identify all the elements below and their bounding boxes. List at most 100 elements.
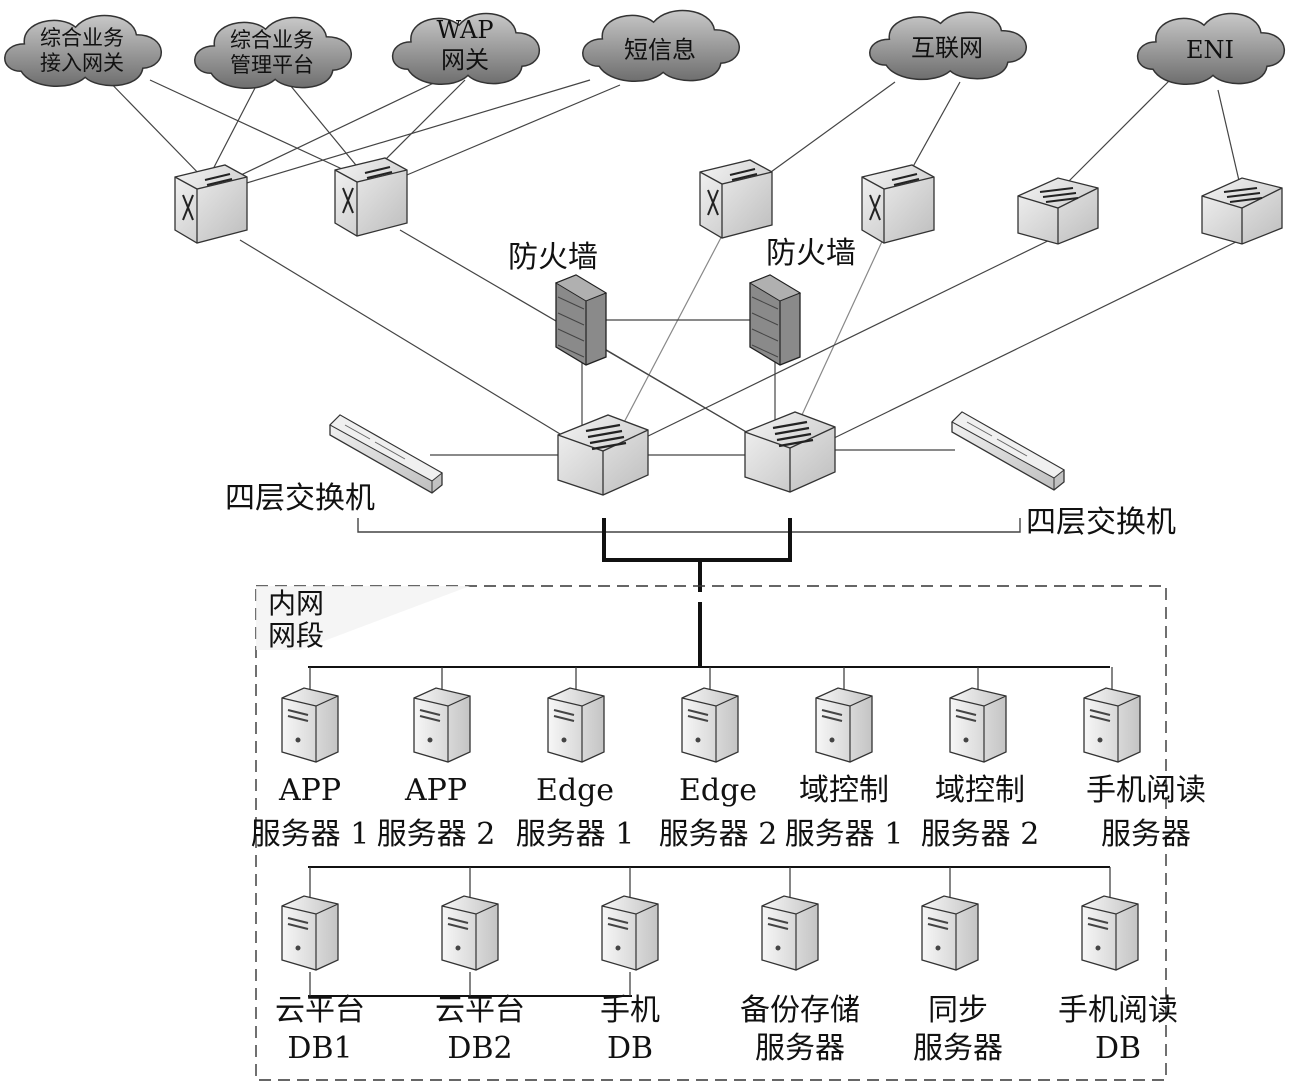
cloud-c6: ENI	[1136, 12, 1285, 86]
top-switch-group	[174, 157, 1283, 245]
cloud-shape	[1136, 12, 1285, 86]
cloud-c4: 短信息	[582, 9, 740, 83]
server-label: 服务器 1	[516, 817, 635, 852]
server-s1	[281, 687, 339, 763]
link-c5-sw3	[759, 81, 896, 181]
link-c6-sw5	[1059, 79, 1171, 191]
l4-switch-a	[329, 414, 443, 494]
link-sw5-core1	[639, 234, 1061, 441]
server-s6	[949, 687, 1007, 763]
cloud-shape	[4, 14, 162, 88]
link-c1-sw1	[99, 71, 206, 181]
cloud-label: 综合业务	[40, 26, 124, 50]
flat-switch-6	[1201, 177, 1283, 245]
arrows-icon	[1039, 187, 1079, 203]
l4-switch-b-label: 四层交换机	[1026, 505, 1176, 540]
firewall-1	[554, 274, 608, 366]
cloud-c5: 互联网	[869, 11, 1027, 81]
link-c4-sw2	[394, 84, 621, 181]
trunk-link	[602, 518, 792, 668]
link-c3-sw1	[219, 79, 441, 186]
connections	[99, 71, 1241, 533]
server-label: DB2	[447, 1031, 512, 1066]
cloud-label: 网关	[441, 46, 489, 74]
link-c6-sw6	[1217, 89, 1241, 186]
server-d1	[281, 895, 339, 971]
cube-switch-3	[699, 159, 773, 239]
server-label: 域控制	[799, 773, 889, 808]
link-c3-sw2	[374, 79, 466, 171]
link-sw6-core2	[829, 239, 1241, 441]
arrows-icon	[585, 423, 627, 451]
l4-bracket-line	[357, 518, 1021, 533]
server-label: Edge	[536, 773, 614, 808]
arrows-icon	[772, 420, 814, 448]
ports-icon	[344, 424, 406, 460]
server-label: 服务器 2	[377, 817, 496, 852]
server-label: 手机阅读	[1058, 993, 1178, 1028]
cloud-label: 综合业务	[230, 28, 314, 52]
brick-wall-icon	[557, 296, 585, 358]
cloud-label: ENI	[1186, 36, 1234, 64]
firewall-1-label: 防火墙	[508, 240, 598, 275]
flat-switch-5	[1017, 177, 1099, 245]
server-label: 服务器 2	[659, 817, 778, 852]
server-label: 服务器	[1101, 817, 1191, 852]
arrows-icon	[707, 168, 758, 216]
server-label: 服务器 1	[785, 817, 904, 852]
server-s3	[547, 687, 605, 763]
arrows-icon	[1223, 187, 1263, 203]
server-d6	[1081, 895, 1139, 971]
l4-switch-b	[951, 411, 1065, 491]
link-fw1-core2	[597, 344, 761, 441]
server-label: 服务器 1	[251, 817, 370, 852]
server-label: 云平台	[435, 993, 525, 1028]
intranet-label-line2: 网段	[268, 619, 324, 652]
core-switch-1	[557, 414, 649, 496]
server-s7	[1083, 687, 1141, 763]
cube-switch-2	[334, 157, 408, 237]
ports-icon	[966, 421, 1028, 457]
firewall-2-label: 防火墙	[766, 236, 856, 271]
arrows-icon	[342, 166, 393, 214]
link-c2-sw2	[289, 84, 361, 171]
server-s2	[413, 687, 471, 763]
cloud-shape	[194, 16, 352, 90]
server-label: 服务器	[913, 1031, 1003, 1066]
brick-wall-icon	[751, 296, 779, 358]
server-label: 服务器	[755, 1031, 845, 1066]
server-d5	[921, 895, 979, 971]
arrows-icon	[869, 173, 920, 221]
server-label: APP	[278, 773, 341, 808]
server-label: 手机	[600, 993, 660, 1028]
server-label: 服务器 2	[921, 817, 1040, 852]
link-c4-sw1	[239, 79, 591, 186]
server-s5	[815, 687, 873, 763]
intranet-shade	[256, 586, 470, 650]
cloud-label: 互联网	[911, 34, 983, 62]
link-sw3-core1	[619, 229, 726, 431]
link-sw1-core1	[239, 239, 571, 441]
server-label: 域控制	[935, 773, 1025, 808]
cloud-label: 接入网关	[40, 51, 124, 75]
intranet-label-line1: 内网	[268, 587, 324, 620]
server-s4	[681, 687, 739, 763]
server-label: DB1	[287, 1031, 352, 1066]
arrows-icon	[182, 173, 233, 221]
server-label: 云平台	[275, 993, 365, 1028]
cloud-shape	[869, 11, 1027, 81]
server-d3	[601, 895, 659, 971]
link-c1-sw2	[149, 79, 356, 176]
server-label: 同步	[928, 993, 988, 1028]
link-c2-sw1	[209, 87, 256, 176]
firewall-2	[748, 274, 802, 366]
cloud-label: WAP	[437, 16, 494, 44]
cloud-label: 管理平台	[230, 53, 314, 77]
server-d4	[761, 895, 819, 971]
